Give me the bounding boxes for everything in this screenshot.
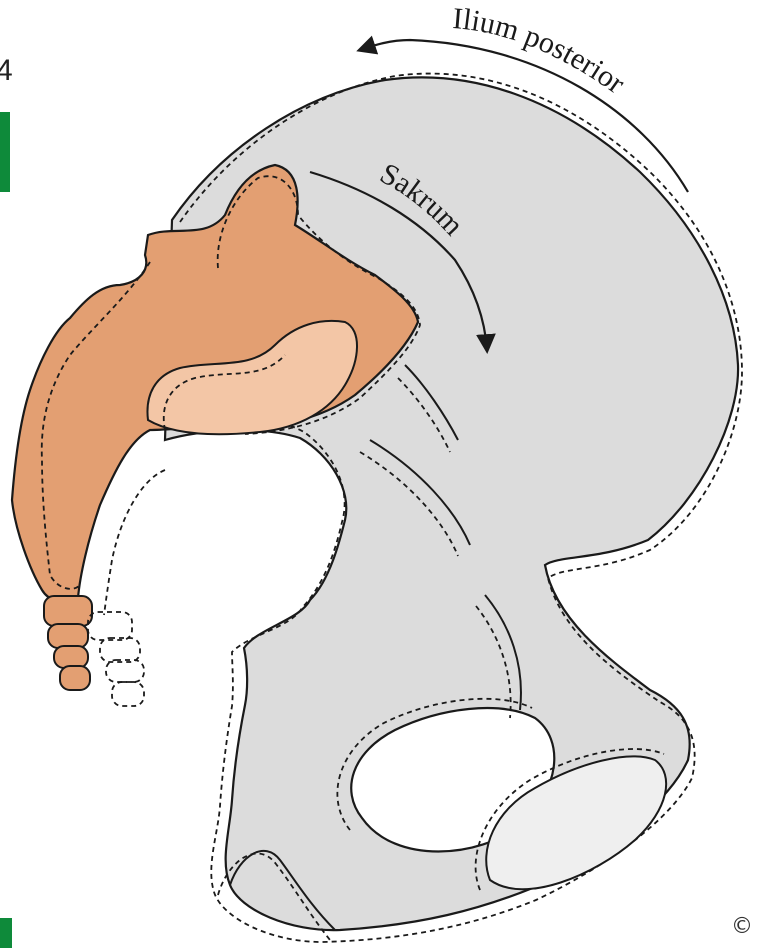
- coccyx-shifted: [88, 612, 144, 706]
- copyright-icon: ©: [729, 914, 755, 940]
- coccyx: [44, 596, 92, 690]
- sacrum-posterior-shifted: [104, 470, 165, 615]
